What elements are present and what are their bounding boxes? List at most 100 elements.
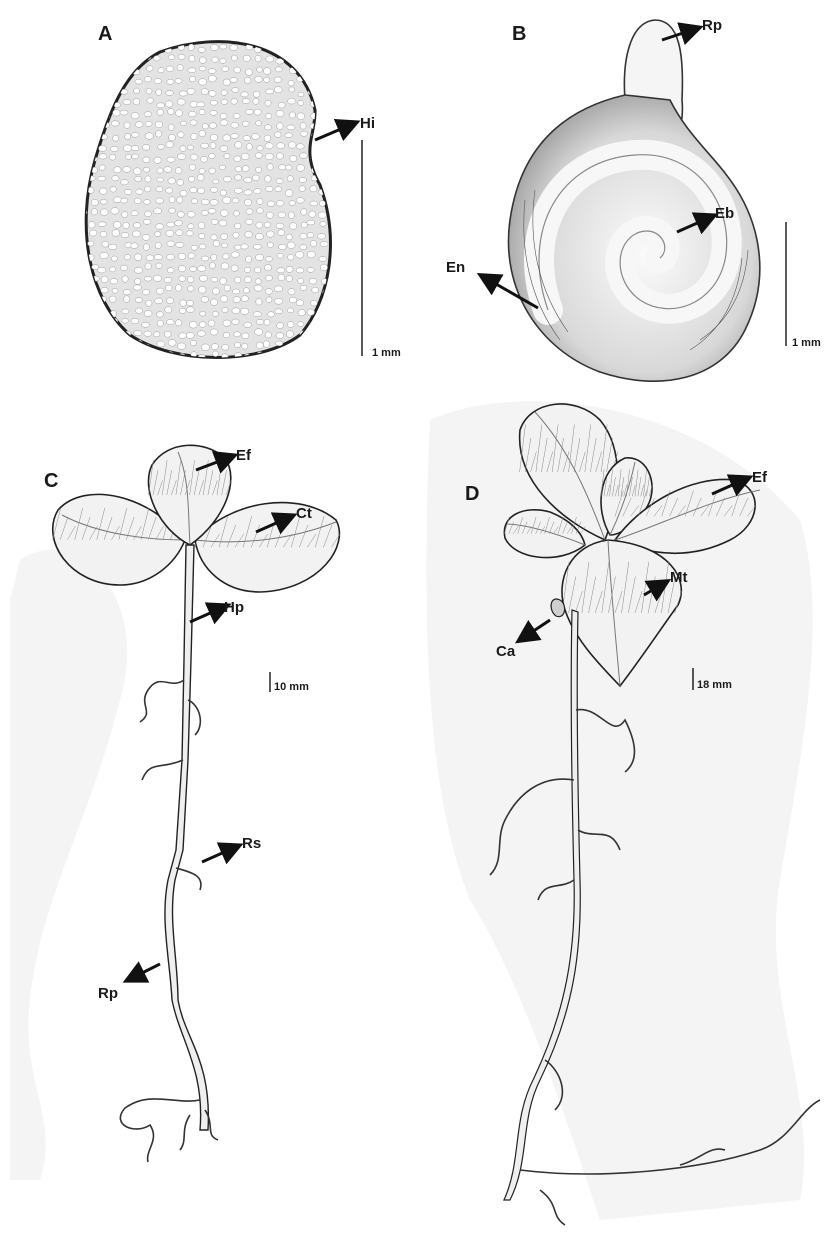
seed-pit	[233, 211, 239, 217]
seed-pit	[329, 168, 337, 173]
seed-pit	[244, 267, 251, 272]
seed-pit	[307, 267, 314, 272]
seed-pit	[122, 212, 128, 218]
seed-pit	[320, 332, 328, 337]
seed-pit	[121, 54, 127, 59]
seed-pit	[257, 146, 263, 151]
seed-pit	[255, 76, 263, 82]
seed-pit	[331, 366, 339, 371]
seed-pit	[311, 300, 318, 306]
seed-pit	[76, 66, 83, 73]
seed-pit	[242, 166, 249, 172]
seed-pit	[224, 285, 230, 291]
seed-pit	[102, 352, 108, 358]
seed-pit	[156, 131, 162, 138]
seed-pit	[212, 311, 218, 316]
seed-pit	[133, 58, 141, 63]
seed-pit	[276, 110, 284, 116]
seed-pit	[308, 44, 316, 50]
seed-pit	[78, 113, 86, 119]
seed-pit	[77, 321, 85, 327]
seed-pit	[331, 101, 339, 107]
seed-pit	[90, 230, 97, 236]
seed-pit	[245, 219, 252, 224]
seed-pit	[210, 134, 217, 141]
seed-pit	[199, 79, 207, 86]
seed-pit	[289, 353, 297, 358]
seed-pit	[288, 212, 294, 219]
seed-pit	[146, 88, 152, 94]
seed-pit	[232, 87, 239, 92]
seed-pit	[132, 231, 140, 237]
seed-pit	[199, 66, 206, 71]
seed-pit	[276, 200, 284, 206]
seed-pit	[297, 113, 305, 120]
seed-pit	[113, 330, 120, 335]
seed-pit	[222, 344, 229, 350]
seed-pit	[298, 351, 304, 357]
seed-pit	[145, 211, 152, 217]
seed-pit	[267, 365, 275, 371]
seed-pit	[187, 277, 193, 283]
seed-pit	[123, 364, 130, 369]
seed-pit	[113, 58, 120, 64]
seed-pit	[187, 88, 195, 94]
seed-pit	[166, 141, 173, 147]
seed-pit	[158, 68, 164, 73]
seed-pit	[298, 92, 304, 97]
seed-pit	[167, 241, 175, 247]
seed-pit	[175, 79, 182, 84]
seed-pit	[307, 220, 315, 225]
seed-pit	[334, 79, 341, 85]
seed-pit	[169, 197, 175, 203]
seed-pit	[321, 55, 329, 61]
seed-pit	[180, 300, 187, 306]
seed-pit	[224, 154, 230, 159]
seed-pit	[318, 111, 325, 116]
seed-pit	[114, 67, 120, 73]
seed-pit	[124, 189, 132, 194]
seed-pit	[78, 253, 86, 258]
seed-pit	[157, 320, 163, 327]
seed-pit	[156, 224, 164, 230]
seed-pit	[100, 252, 108, 259]
seed-pit	[209, 91, 216, 97]
seed-pit	[91, 199, 98, 205]
seed-pit	[309, 278, 316, 284]
seed-pit	[110, 279, 118, 284]
seed-pit	[235, 245, 242, 250]
seed-pit	[76, 121, 84, 127]
seed-pit	[199, 322, 206, 328]
seed-pit	[143, 167, 150, 172]
seed-pit	[234, 67, 241, 73]
seed-pit	[266, 297, 272, 303]
seed-pit	[208, 209, 216, 214]
seed-pit	[243, 136, 251, 141]
seed-pit	[301, 209, 307, 216]
seed-pit	[134, 198, 141, 204]
seed-pit	[308, 77, 314, 83]
seed-pit	[80, 332, 87, 337]
seed-pit	[234, 342, 240, 348]
seed-pit	[264, 265, 271, 271]
seed-pit	[320, 155, 328, 162]
seed-pit	[122, 309, 129, 314]
seed-pit	[307, 251, 315, 258]
seed-pit	[109, 296, 116, 303]
seed-pit	[244, 322, 252, 327]
seed-pit	[89, 146, 95, 151]
seed-pit	[220, 296, 228, 302]
label-ef-c: Ef	[236, 447, 252, 464]
seed-pit	[332, 190, 338, 196]
seed-pit	[256, 254, 264, 260]
seed-pit	[211, 277, 218, 282]
panel-c: C Ef Ct	[44, 445, 340, 1162]
seed-pit	[147, 98, 154, 103]
seed-pit	[319, 201, 325, 207]
seed-pit	[223, 320, 231, 326]
seed-pit	[234, 188, 242, 193]
seed-pit	[167, 254, 175, 260]
seed-pit	[142, 45, 150, 50]
seed-pit	[310, 201, 318, 206]
seed-pit	[179, 276, 186, 282]
